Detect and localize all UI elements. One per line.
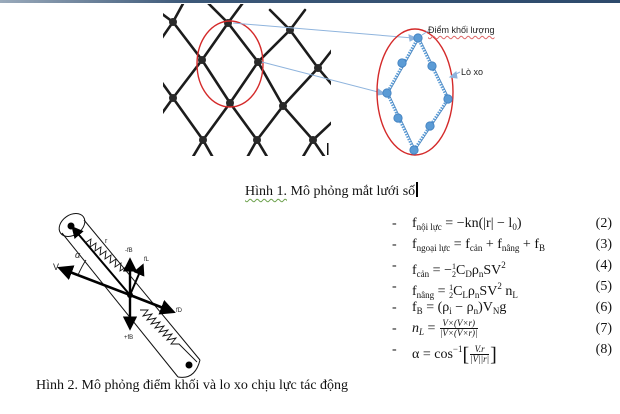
alpha-label: α — [75, 250, 81, 260]
equation-number: (8) — [595, 342, 612, 357]
bullet: - — [392, 216, 397, 231]
window-top-border — [0, 0, 620, 3]
equation-number: (6) — [595, 300, 612, 315]
figure-1-caption-text: Mô phỏng mắt lưới số — [287, 184, 416, 199]
drag-label: fD — [176, 308, 182, 314]
spring-mass-diagram — [376, 28, 461, 156]
text-cursor — [416, 182, 419, 197]
force-diagram — [57, 213, 201, 378]
equation-7: - nL = V×(V×r)|V×(V×r)| (7) — [392, 318, 612, 339]
equation-number: (5) — [595, 279, 612, 294]
equation-6: - fB = (ρi − ρn)VNg (6) — [392, 297, 612, 318]
formula: fnội lực = −kn(|r| − l0) — [412, 216, 522, 232]
fishing-net-photo — [163, 4, 418, 156]
equation-2: - fnội lực = −kn(|r| − l0) (2) — [392, 213, 612, 234]
mass-point-label: Điểm khối lượng — [428, 25, 495, 35]
bullet: - — [392, 342, 397, 357]
equation-number: (3) — [595, 237, 612, 252]
formula: fngoại lực = fcản + fnâng + fB — [412, 237, 545, 253]
equation-number: (4) — [595, 258, 612, 273]
figure-1-label: Hình 1. — [245, 184, 287, 199]
bullet: - — [392, 237, 397, 252]
velocity-label: V — [53, 262, 60, 272]
equation-number: (2) — [595, 216, 612, 231]
lift-label: fL — [144, 257, 150, 263]
bullet: - — [392, 279, 397, 294]
minus-fb-label: -fB — [125, 248, 133, 254]
spring-label: Lò xo — [461, 67, 484, 77]
plus-fb-label: +fB — [124, 335, 134, 341]
formula: fB = (ρi − ρn)VNg — [412, 300, 507, 316]
figure-1-caption: Hình 1. Mô phỏng mắt lưới số — [245, 182, 419, 200]
figure-2-caption: Hình 2. Mô phỏng điểm khối và lo xo chịu… — [36, 378, 349, 393]
equation-number: (7) — [595, 321, 612, 336]
bullet: - — [392, 321, 397, 336]
equation-8: - α = cos−1[V.r|V||r|] (8) — [392, 339, 612, 366]
equation-3: - fngoại lực = fcản + fnâng + fB (3) — [392, 234, 612, 255]
equation-list: - fnội lực = −kn(|r| − l0) (2) - fngoại … — [392, 213, 612, 366]
bullet: - — [392, 258, 397, 273]
formula: α = cos−1[V.r|V||r|] — [412, 344, 497, 366]
r-label: r — [105, 238, 108, 245]
bullet: - — [392, 300, 397, 315]
formula: nL = V×(V×r)|V×(V×r)| — [412, 318, 478, 339]
